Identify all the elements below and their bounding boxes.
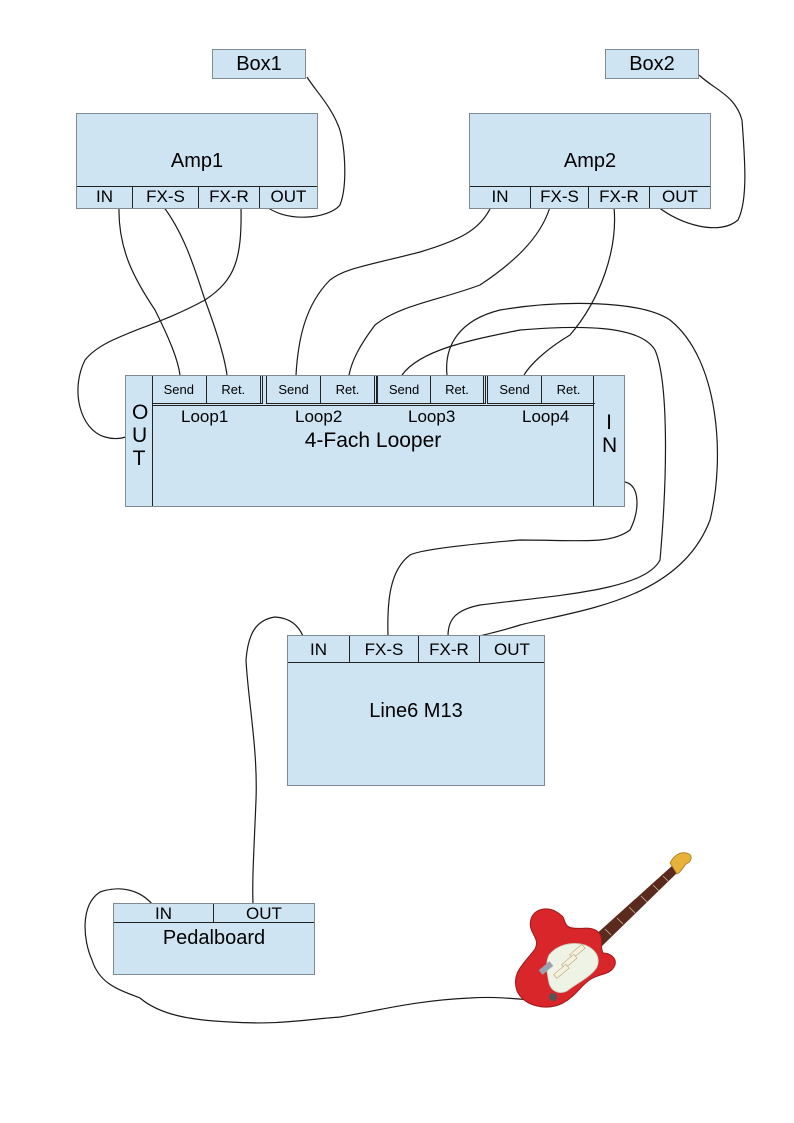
- amp2-port-out: OUT: [649, 187, 710, 208]
- loop2-send-jack: Send: [266, 376, 320, 403]
- pedalboard-port-out: OUT: [213, 904, 314, 923]
- amp1-port-out: OUT: [259, 187, 317, 208]
- loop3-send-jack: Send: [377, 376, 430, 403]
- loop4-label: Loop4: [522, 407, 570, 426]
- looper-out-label: O U T: [132, 401, 149, 470]
- loop1-label: Loop1: [181, 407, 229, 426]
- cable-amp1-fxs-loop1-ret: [162, 205, 228, 376]
- loop3-label: Loop3: [408, 407, 456, 426]
- amp2-label: Amp2: [563, 150, 617, 172]
- loop4-return-jack: Ret.: [541, 376, 595, 403]
- looper-send-return-strip: [152, 376, 594, 406]
- amp2-port-in: IN: [491, 187, 509, 206]
- amp1-port-fx-send: FX-S: [132, 187, 198, 208]
- loop2-jacks: Send Ret.: [266, 376, 377, 404]
- amp1-device: Amp1 IN FX-S FX-R OUT: [76, 113, 318, 209]
- cable-amp1-in-loop1-send: [118, 206, 181, 376]
- guitar-pickups: [553, 943, 586, 979]
- pedalboard-label: Pedalboard: [162, 927, 266, 949]
- guitar-neck: [593, 865, 679, 947]
- amp1-port-fx-return: FX-R: [198, 187, 259, 208]
- loop3-return-jack: Ret.: [430, 376, 486, 403]
- amp1-ports: IN FX-S FX-R OUT: [77, 186, 317, 208]
- loop1-return-jack: Ret.: [205, 376, 263, 403]
- amp2-device: Amp2 IN FX-S FX-R OUT: [469, 113, 711, 209]
- looper-in-label: I N: [602, 411, 618, 457]
- amp2-port-fx-send: FX-S: [530, 187, 588, 208]
- guitar-output-jack: [549, 993, 557, 1001]
- loop2-return-jack: Ret.: [320, 376, 377, 403]
- line6-port-in: IN: [310, 640, 327, 659]
- amp2-port-fx-return: FX-R: [588, 187, 649, 208]
- line6-port-fx-return: FX-R: [418, 636, 479, 662]
- box2-label: Box2: [629, 53, 675, 75]
- pedalboard-port-in: IN: [155, 904, 172, 923]
- guitar-headstock: [669, 852, 692, 875]
- amp1-label: Amp1: [170, 150, 224, 172]
- guitar-pickguard: [546, 943, 599, 993]
- line6-ports: IN FX-S FX-R OUT: [288, 636, 544, 663]
- loop3-jacks: Send Ret.: [377, 376, 486, 404]
- box1-cabinet: Box1: [212, 49, 306, 79]
- loop2-label: Loop2: [295, 407, 343, 426]
- looper-out-section: O U T: [126, 376, 153, 506]
- loop1-send-jack: Send: [163, 382, 194, 397]
- amp2-ports: IN FX-S FX-R OUT: [470, 186, 710, 208]
- looper-device: O U T I N Send Ret. Send Ret. Send Ret. …: [125, 375, 625, 507]
- line6-port-out: OUT: [479, 636, 544, 662]
- line6-port-fx-send: FX-S: [349, 636, 418, 662]
- amp1-port-in: IN: [96, 187, 113, 206]
- pedalboard-device: IN OUT Pedalboard: [113, 903, 315, 975]
- cable-amp2-in-loop2-send: [295, 206, 492, 376]
- line6-m13-device: IN FX-S FX-R OUT Line6 M13: [287, 635, 545, 786]
- loop4-jacks: Send Ret.: [487, 376, 595, 404]
- cable-amp2-fxs-loop2-ret: [348, 206, 551, 376]
- cable-amp2-fxr-loop4-send: [523, 206, 616, 376]
- box1-label: Box1: [236, 53, 282, 75]
- looper-in-section: I N: [593, 376, 624, 506]
- electric-guitar-icon: [515, 852, 692, 1008]
- pedalboard-ports: IN OUT: [114, 904, 314, 923]
- looper-label: 4-Fach Looper: [304, 429, 442, 452]
- box2-cabinet: Box2: [605, 49, 699, 79]
- loop4-send-jack: Send: [487, 376, 541, 403]
- line6-label: Line6 M13: [369, 700, 463, 722]
- loop1-jacks: Send Ret.: [152, 376, 263, 404]
- guitar-bridge: [538, 961, 554, 975]
